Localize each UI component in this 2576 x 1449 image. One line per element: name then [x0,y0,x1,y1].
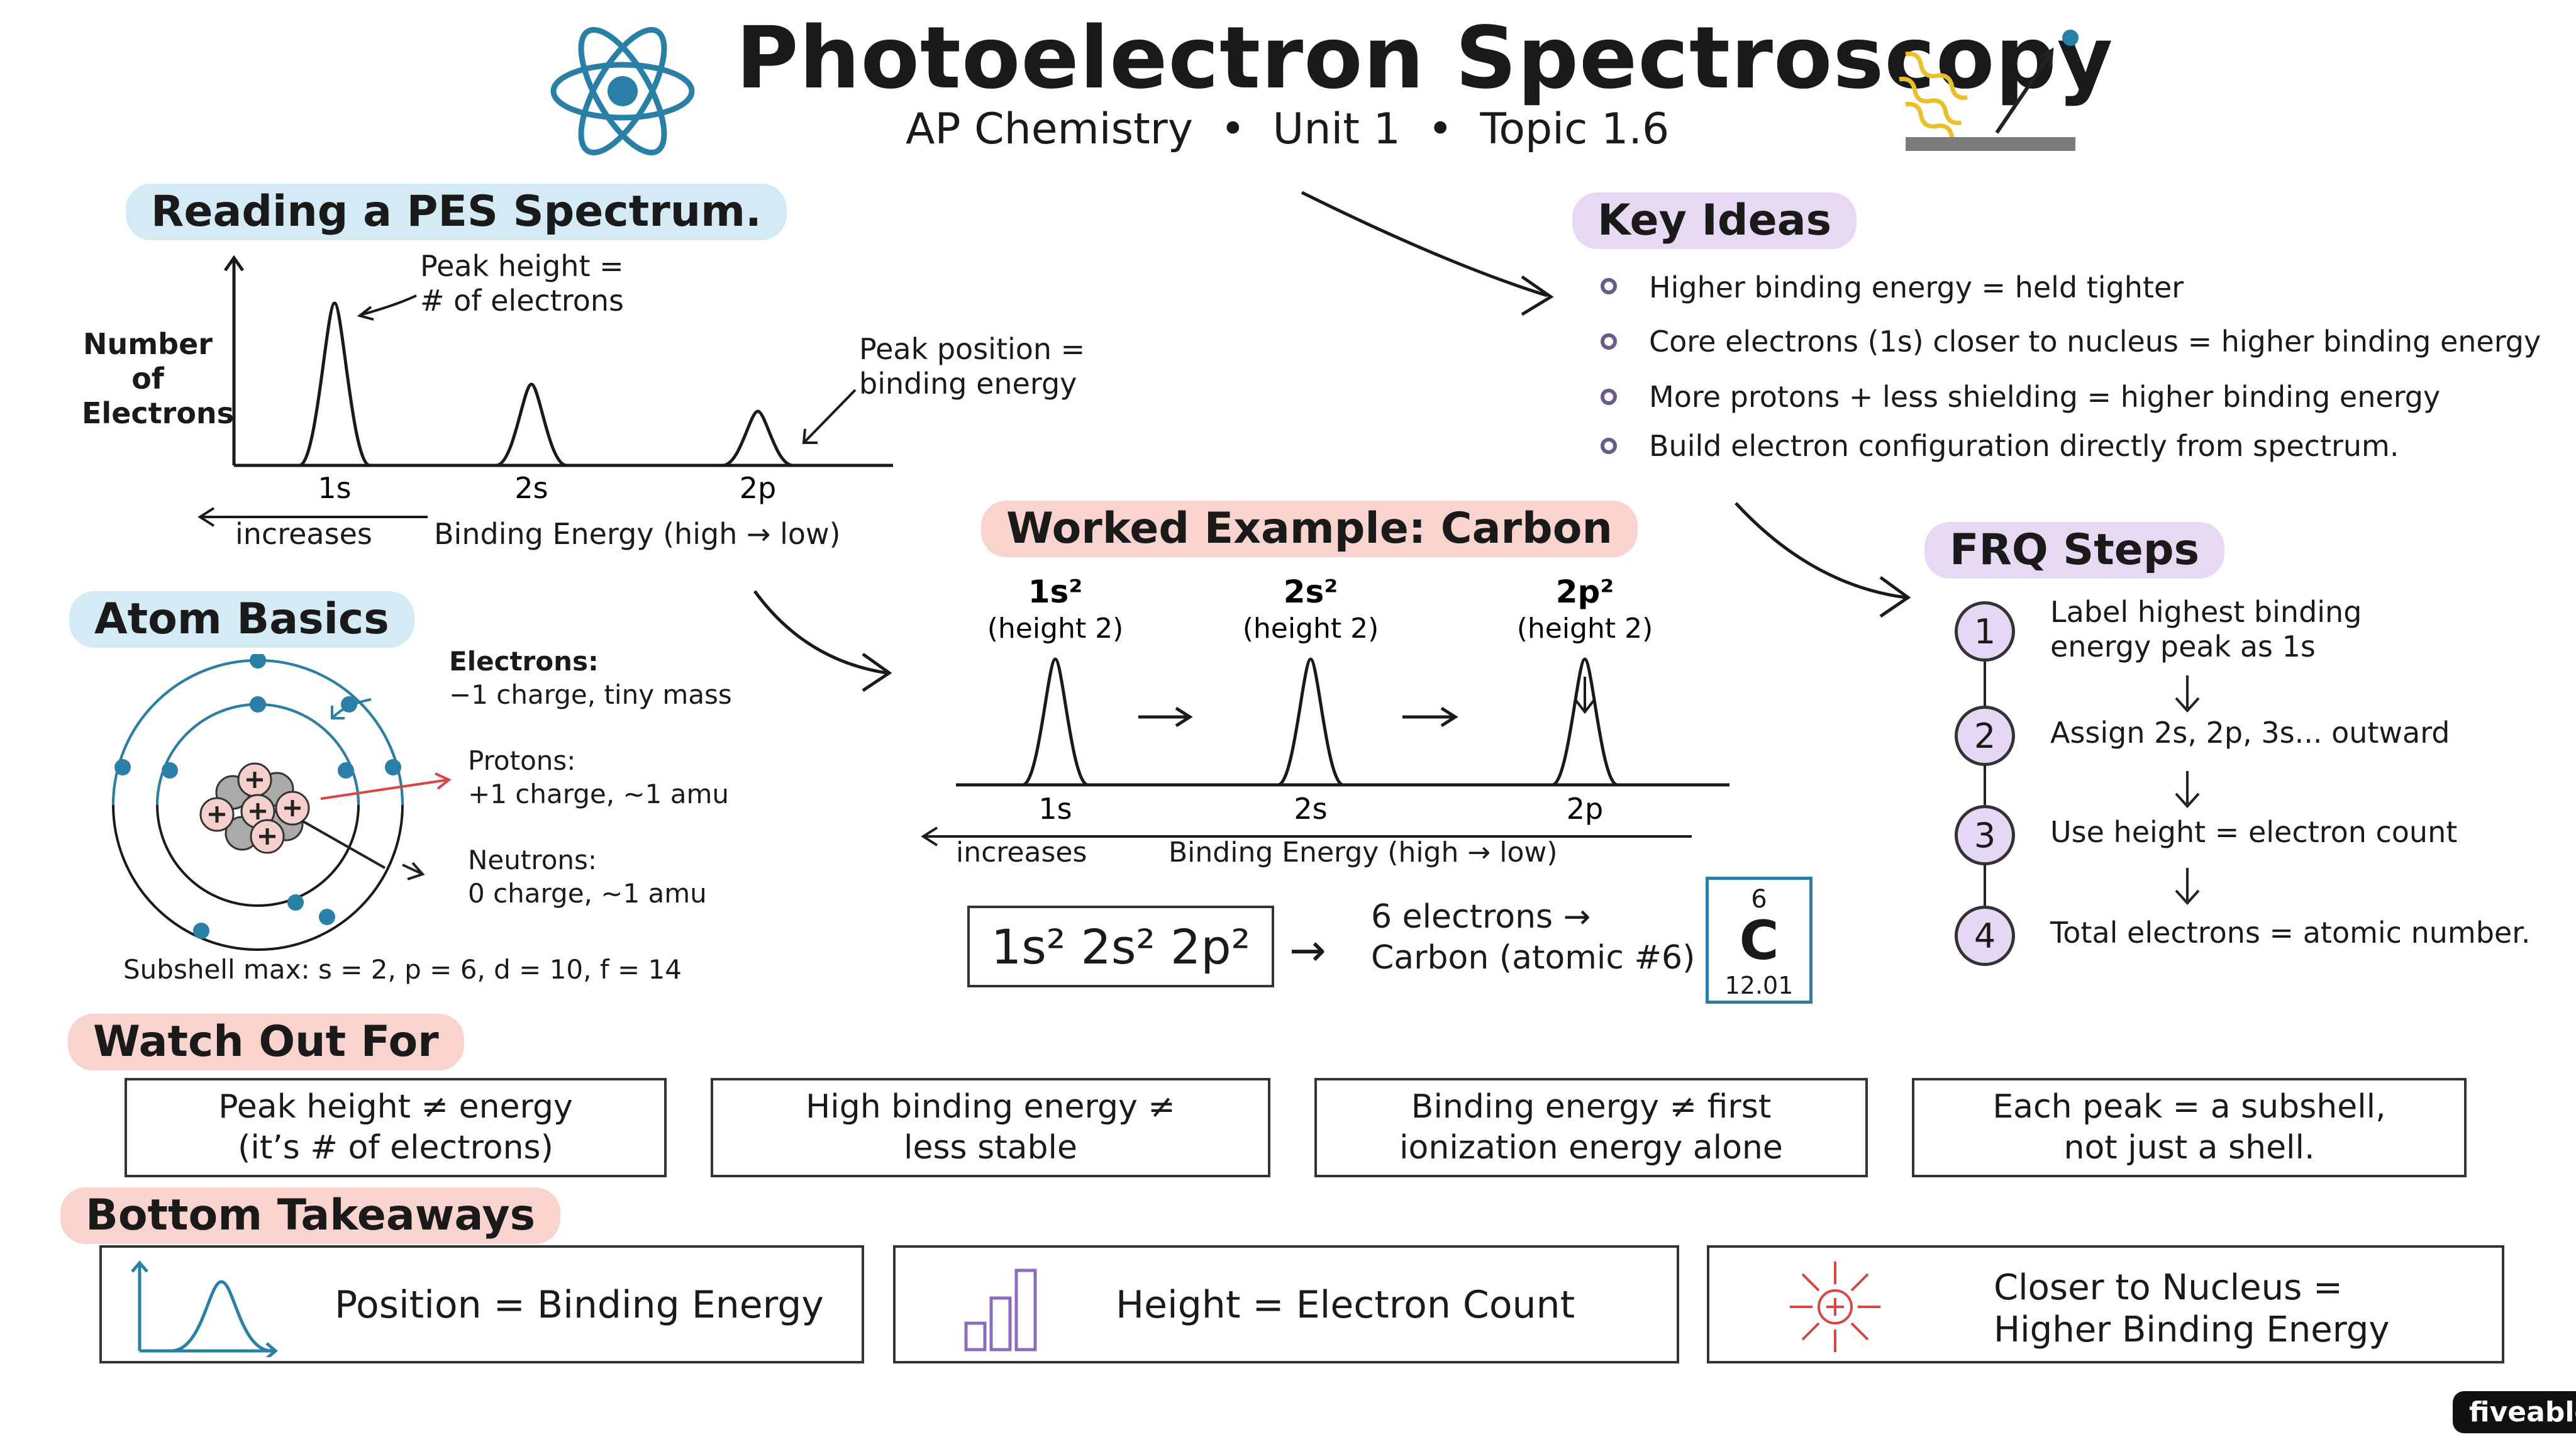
worked-heading: Worked Example: Carbon [981,501,1638,558]
fiveable-logo: fiveable [2453,1391,2576,1433]
page-title: Photoelectron Spectroscopy [736,9,2114,108]
spectrum-peak [722,409,794,467]
atom-callout-arrows [301,698,452,880]
configuration-box: 1s² 2s² 2p² [967,906,1274,987]
element-number: 6 [1751,885,1767,914]
key-idea-item: Higher binding energy = held tighter [1649,270,2184,304]
watch-box-1: Peak height ≠ energy(it’s # of electrons… [125,1078,667,1177]
bullet-icon [1601,438,1617,454]
worked-x-axis-label: Binding Energy (high → low) [1169,836,1558,869]
peak-height-note: Peak height = # of electrons [420,249,624,318]
reading-increases-label: increases [235,517,372,551]
bar-chart-icon [964,1269,1037,1352]
peak-label: 2p [1567,792,1603,826]
key-idea-item: Core electrons (1s) closer to nucleus = … [1649,325,2541,358]
electron-configuration: 1s² 2s² 2p² [991,918,1251,975]
takeaway-text-2: Height = Electron Count [1116,1283,1575,1327]
subshell-max: Subshell max: s = 2, p = 6, d = 10, f = … [123,954,682,985]
peak-label: 1s [1038,792,1072,826]
peak-position-pointer [802,389,857,444]
peak-top-label: 1s² [1028,574,1082,610]
peak-position-note: Peak position = binding energy [859,332,1085,401]
arrow-left-icon [197,507,215,527]
step-number-4: 4 [1955,906,2015,966]
watch-box-2: High binding energy ≠less stable [711,1078,1270,1177]
takeaway-text-3: Closer to Nucleus = Higher Binding Energ… [1994,1267,2390,1351]
watch-heading: Watch Out For [68,1014,464,1071]
takeaway-box-1: Position = Binding Energy [99,1245,864,1363]
arrow-right-icon [1402,706,1458,728]
spectrum-peak [496,382,567,467]
bullet-icon [1601,278,1617,294]
photoelectric-effect-icon [1899,30,2079,151]
peak-height-label: (height 2) [987,613,1124,645]
takeaway-text-1: Position = Binding Energy [335,1283,824,1327]
frq-connectors [1984,662,2200,906]
key-ideas-heading: Key Ideas [1572,192,1857,250]
pes-spectrum-chart: 1s 2s 2p [197,255,893,527]
step-text-3: Use height = electron count [2050,815,2458,849]
element-mass: 12.01 [1724,972,1794,999]
step-number-2: 2 [1955,706,2015,766]
takeaway-box-2: Height = Electron Count [893,1245,1679,1363]
y-axis-label: Number of Electrons [82,327,235,431]
peak-graph-icon [131,1260,278,1357]
reading-x-axis-label: Binding Energy (high → low) [434,517,841,551]
arrow-down-icon [1575,677,1595,714]
step-number-3: 3 [1955,805,2015,865]
takeaways-heading: Bottom Takeaways [60,1187,561,1245]
worked-increases-label: increases [956,836,1087,869]
protons-note: Protons: +1 charge, ~1 amu [468,745,729,809]
peak-height-label: (height 2) [1243,613,1379,645]
takeaway-box-3: Closer to Nucleus = Higher Binding Energ… [1707,1245,2504,1363]
step-text-4: Total electrons = atomic number. [2050,916,2531,950]
neutrons-note: Neutrons: 0 charge, ~1 amu [468,845,707,909]
peak-label: 2s [514,471,548,505]
y-axis [223,255,245,465]
atom-heading: Atom Basics [69,591,414,648]
bullet-icon [1601,333,1617,350]
arrow-right-icon: → [1289,924,1326,976]
peak-label: 2p [740,471,776,505]
peak-label: 2s [1294,792,1327,826]
peak-height-pointer [357,294,417,321]
peak-height-label: (height 2) [1517,613,1653,645]
spectrum-peak [1277,657,1345,787]
step-text-2: Assign 2s, 2p, 3s... outward [2050,716,2450,750]
peak-top-label: 2s² [1284,574,1338,610]
watch-box-4: Each peak = a subshell,not just a shell. [1912,1078,2467,1177]
element-symbol: C [1739,909,1779,972]
nucleus-attraction-icon [1790,1262,1880,1352]
step-text-1: Label highest binding energy peak as 1s [2050,595,2362,664]
step-number-1: 1 [1955,601,2015,662]
atom-logo-icon [550,26,695,156]
atom-diagram [112,654,404,951]
carbon-element-tile: 6 C 12.01 [1706,877,1813,1004]
spectrum-peak [298,301,371,467]
key-idea-item: More protons + less shielding = higher b… [1649,380,2441,414]
key-idea-item: Build electron configuration directly fr… [1649,429,2399,463]
peak-top-label: 2p² [1556,574,1614,610]
arrow-right-icon [1138,706,1193,728]
spectrum-peak [1551,657,1619,787]
page-subtitle: AP Chemistry • Unit 1 • Topic 1.6 [906,104,1670,154]
reading-heading: Reading a PES Spectrum. [126,184,787,241]
spectrum-peak [1021,657,1089,787]
peak-label: 1s [318,471,351,505]
carbon-result: 6 electrons → Carbon (atomic #6) [1371,898,1696,977]
frq-heading: FRQ Steps [1924,522,2225,579]
bullet-icon [1601,389,1617,405]
electrons-note: Electrons: −1 charge, tiny mass [449,646,732,710]
arrow-left-icon [921,826,938,847]
